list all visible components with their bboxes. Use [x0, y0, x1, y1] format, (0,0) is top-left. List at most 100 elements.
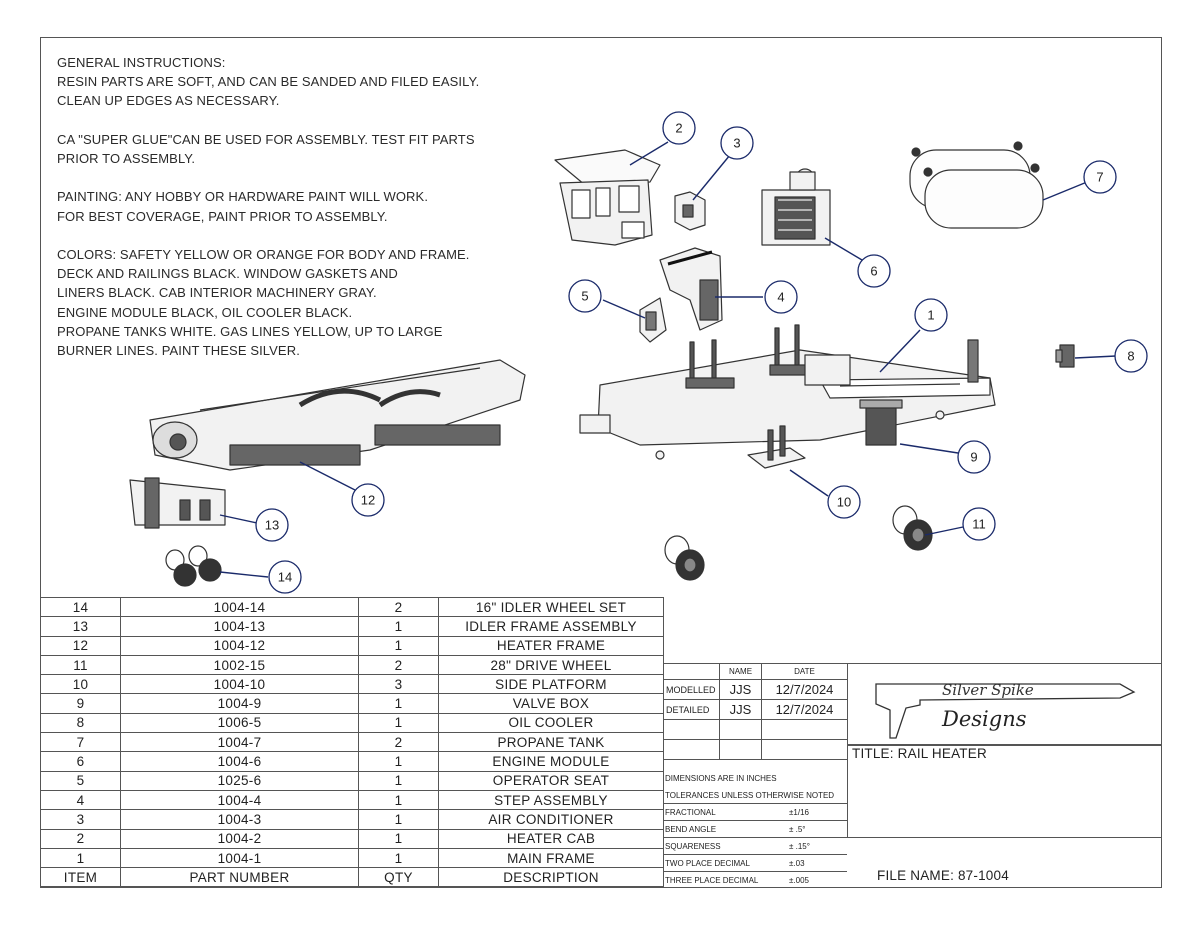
- bom-desc-cell: IDLER FRAME ASSEMBLY: [438, 616, 664, 637]
- callout-number: 12: [361, 493, 375, 508]
- bom-item-cell: 11: [40, 654, 121, 676]
- instruction-line: GENERAL INSTRUCTIONS:: [57, 55, 226, 70]
- bom-part-cell: 1004-6: [120, 751, 359, 772]
- general-instructions: GENERAL INSTRUCTIONS: RESIN PARTS ARE SO…: [57, 53, 537, 379]
- bom-item-cell: 9: [40, 693, 121, 714]
- bom-part-cell: 1002-15: [120, 654, 359, 676]
- callout-number: 11: [972, 517, 986, 532]
- bom-part-cell: 1004-9: [120, 693, 359, 714]
- callout-6: [857, 254, 891, 288]
- modelled-name: JJS: [719, 679, 762, 700]
- title-value: RAIL HEATER: [897, 746, 987, 761]
- tolerance-heading-text: TOLERANCES UNLESS OTHERWISE NOTED: [665, 791, 835, 800]
- bom-desc-cell: OPERATOR SEAT: [438, 770, 664, 791]
- part-air-conditioner: [674, 191, 706, 231]
- bom-qty-cell: 1: [358, 828, 439, 849]
- callout-3: [720, 126, 754, 160]
- bom-qty-cell: 1: [358, 712, 439, 734]
- bom-part-cell: 1004-3: [120, 809, 359, 830]
- callout-number: 13: [265, 518, 279, 533]
- bom-desc-cell: AIR CONDITIONER: [438, 809, 664, 830]
- instructions-para-painting: PAINTING: ANY HOBBY OR HARDWARE PAINT WI…: [57, 187, 537, 225]
- part-propane-tanks: [909, 141, 1044, 229]
- callout-number: 14: [278, 570, 292, 585]
- bom-item-cell: 13: [40, 616, 121, 637]
- bom-item-cell: 1: [40, 847, 121, 869]
- bom-desc-cell: SIDE PLATFORM: [438, 674, 664, 695]
- file-label: FILE NAME:: [877, 868, 955, 883]
- instructions-para-glue: CA "SUPER GLUE"CAN BE USED FOR ASSEMBLY.…: [57, 130, 537, 168]
- dimensions-note-text: DIMENSIONS ARE IN INCHES: [665, 774, 777, 783]
- bom-qty-cell: 1: [358, 789, 439, 811]
- bom-part-cell: 1004-12: [120, 635, 359, 656]
- grid-empty: [761, 719, 848, 740]
- part-oil-cooler: [1055, 344, 1075, 368]
- callout-8: [1114, 339, 1148, 373]
- bom-part-cell: 1025-6: [120, 770, 359, 791]
- callout-number: 5: [581, 289, 588, 304]
- detailed-date: 12/7/2024: [761, 699, 848, 720]
- dimensions-note: DIMENSIONS ARE IN INCHES: [663, 770, 847, 787]
- tolerance-value: ±1/16: [789, 808, 809, 817]
- instruction-line: BURNER LINES. PAINT THESE SILVER.: [57, 343, 300, 358]
- callout-11: [962, 507, 996, 541]
- bom-part-cell: 1004-14: [120, 596, 359, 618]
- bom-desc-cell: MAIN FRAME: [438, 847, 664, 869]
- callout-12: [351, 483, 385, 517]
- callout-number: 8: [1127, 349, 1134, 364]
- logo-text-silver-spike: Silver Spike: [942, 681, 1034, 699]
- callout-14: [268, 560, 302, 594]
- title-box: [847, 745, 1162, 838]
- part-main-frame: [579, 324, 996, 460]
- part-heater-frame: [149, 359, 526, 471]
- callout-number: 6: [870, 264, 877, 279]
- callout-2: [662, 111, 696, 145]
- bom-part-cell: 1004-2: [120, 828, 359, 849]
- leader-lines: [219, 141, 1117, 578]
- bom-desc-cell: PROPANE TANK: [438, 732, 664, 753]
- part-heater-cab: [554, 149, 661, 246]
- tolerance-notes: DIMENSIONS ARE IN INCHES TOLERANCES UNLE…: [663, 770, 847, 889]
- tolerance-label: FRACTIONAL: [665, 808, 716, 817]
- part-drive-wheel: [664, 505, 933, 581]
- bom-item-cell: 6: [40, 751, 121, 772]
- file-value: 87-1004: [957, 868, 1009, 883]
- bom-qty-cell: 1: [358, 616, 439, 637]
- part-valve-box: [859, 399, 903, 446]
- tolerance-label: SQUARENESS: [665, 842, 721, 851]
- instruction-line: PRIOR TO ASSEMBLY.: [57, 151, 196, 166]
- bom-qty-cell: 2: [358, 654, 439, 676]
- callout-5: [568, 279, 602, 313]
- callout-1: [914, 298, 948, 332]
- bom-desc-cell: 28" DRIVE WHEEL: [438, 654, 664, 676]
- tolerance-row: SQUARENESS ± .15°: [663, 838, 847, 855]
- detailed-label: DETAILED: [663, 699, 720, 720]
- tolerance-value: ± .15°: [789, 842, 810, 851]
- logo-text-designs: Designs: [942, 707, 1027, 731]
- bom-desc-cell: OIL COOLER: [438, 712, 664, 734]
- bom-item-cell: 2: [40, 828, 121, 849]
- instructions-para-general: GENERAL INSTRUCTIONS: RESIN PARTS ARE SO…: [57, 53, 537, 111]
- callout-number: 9: [970, 450, 977, 465]
- modelled-label: MODELLED: [663, 679, 720, 700]
- bom-header-qty: QTY: [358, 867, 439, 888]
- callout-13: [255, 508, 289, 542]
- bom-part-cell: 1004-10: [120, 674, 359, 695]
- grid-empty: [719, 719, 762, 740]
- bom-desc-cell: ENGINE MODULE: [438, 751, 664, 772]
- bom-desc-cell: VALVE BOX: [438, 693, 664, 714]
- silver-spike-logo-icon: [875, 683, 1136, 739]
